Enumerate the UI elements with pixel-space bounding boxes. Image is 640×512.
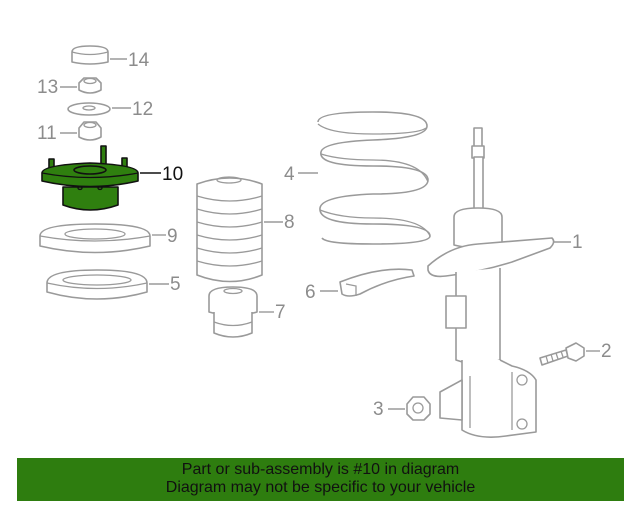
parts-diagram: 14 13 12 11 10 bbox=[37, 45, 612, 438]
part-14-dust-cap[interactable] bbox=[71, 45, 109, 65]
part-6-insulator[interactable] bbox=[339, 268, 415, 297]
part-11-nut[interactable] bbox=[78, 121, 102, 141]
callout-3: 3 bbox=[373, 399, 405, 420]
callout-2-label: 2 bbox=[601, 341, 612, 362]
callout-14-label: 14 bbox=[128, 50, 150, 71]
part-3-nut[interactable] bbox=[406, 396, 431, 421]
callout-12: 12 bbox=[112, 99, 153, 120]
callout-13-label: 13 bbox=[37, 77, 58, 98]
callout-10: 10 bbox=[140, 164, 183, 185]
part-13-nut[interactable] bbox=[78, 77, 102, 94]
callout-4: 4 bbox=[284, 164, 318, 185]
part-4-coil-spring[interactable] bbox=[317, 111, 431, 245]
callout-5-label: 5 bbox=[170, 274, 181, 295]
callout-14: 14 bbox=[110, 50, 150, 71]
callout-11: 11 bbox=[37, 123, 77, 144]
callout-13: 13 bbox=[37, 77, 77, 98]
callout-4-label: 4 bbox=[284, 164, 295, 185]
callout-10-label: 10 bbox=[162, 164, 183, 185]
part-5-bearing[interactable] bbox=[46, 269, 148, 300]
callout-5: 5 bbox=[149, 274, 181, 295]
callout-7-label: 7 bbox=[275, 302, 286, 323]
callout-6: 6 bbox=[305, 282, 338, 303]
part-2-bolt[interactable] bbox=[539, 342, 585, 366]
part-8-dust-boot[interactable] bbox=[196, 176, 263, 283]
banner-line-1: Part or sub-assembly is #10 in diagram bbox=[181, 461, 460, 478]
part-12-washer[interactable] bbox=[67, 102, 111, 116]
callout-1: 1 bbox=[554, 232, 583, 253]
callout-7: 7 bbox=[259, 302, 286, 323]
callout-3-label: 3 bbox=[373, 399, 384, 420]
callout-8-label: 8 bbox=[284, 212, 295, 233]
callout-6-label: 6 bbox=[305, 282, 316, 303]
callout-9-label: 9 bbox=[167, 226, 178, 247]
part-10-strut-mount[interactable] bbox=[41, 145, 139, 211]
callout-11-label: 11 bbox=[37, 123, 57, 144]
callout-8: 8 bbox=[264, 212, 295, 233]
callout-1-label: 1 bbox=[572, 232, 583, 253]
callout-2: 2 bbox=[586, 341, 612, 362]
part-9-seat[interactable] bbox=[39, 223, 151, 254]
callout-12-label: 12 bbox=[132, 99, 153, 120]
part-1-strut-assembly[interactable] bbox=[427, 127, 555, 438]
callout-9: 9 bbox=[152, 226, 178, 247]
banner-line-2: Diagram may not be specific to your vehi… bbox=[165, 479, 476, 496]
info-banner: Part or sub-assembly is #10 in diagram D… bbox=[17, 458, 624, 501]
part-7-jounce-bumper[interactable] bbox=[208, 286, 258, 338]
